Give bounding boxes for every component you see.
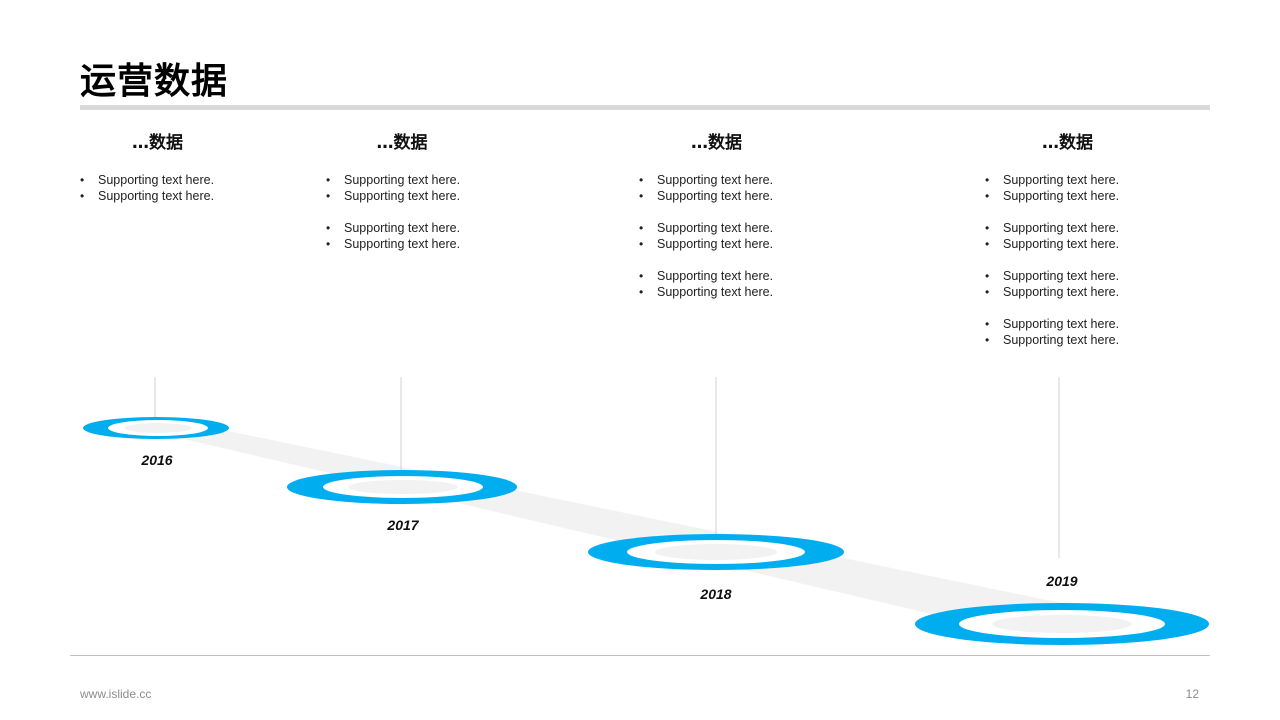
list-item: Supporting text here. bbox=[639, 284, 794, 300]
list-item: Supporting text here. bbox=[326, 236, 478, 252]
bullet-list: Supporting text here. Supporting text he… bbox=[80, 172, 235, 204]
list-item: Supporting text here. bbox=[326, 172, 478, 188]
timeline-marker-2017 bbox=[287, 470, 517, 504]
bullet-list: Supporting text here. Supporting text he… bbox=[326, 172, 478, 252]
marker-core-2018 bbox=[655, 544, 777, 560]
column-heading: …数据 bbox=[1042, 133, 1093, 153]
list-item: Supporting text here. bbox=[326, 220, 478, 236]
list-item: Supporting text here. bbox=[985, 220, 1150, 236]
year-label-2018: 2018 bbox=[700, 586, 732, 602]
list-item: Supporting text here. bbox=[639, 268, 794, 284]
list-item: Supporting text here. bbox=[985, 268, 1150, 284]
data-column-4: …数据 Supporting text here. Supporting tex… bbox=[985, 128, 1150, 348]
bullet-list: Supporting text here. Supporting text he… bbox=[985, 172, 1150, 348]
list-item: Supporting text here. bbox=[80, 172, 235, 188]
list-item: Supporting text here. bbox=[80, 188, 235, 204]
year-label-2017: 2017 bbox=[387, 517, 419, 533]
data-column-1: …数据 Supporting text here. Supporting tex… bbox=[80, 128, 235, 204]
timeline-marker-2016 bbox=[83, 417, 229, 439]
year-label-2016: 2016 bbox=[141, 452, 173, 468]
list-item: Supporting text here. bbox=[985, 316, 1150, 332]
list-item: Supporting text here. bbox=[985, 332, 1150, 348]
list-item: Supporting text here. bbox=[639, 188, 794, 204]
timeline-track bbox=[150, 431, 1100, 630]
marker-core-2019 bbox=[992, 615, 1132, 633]
data-column-2: …数据 Supporting text here. Supporting tex… bbox=[326, 128, 478, 252]
list-item: Supporting text here. bbox=[639, 172, 794, 188]
timeline-marker-2019 bbox=[915, 603, 1209, 645]
footer-url: www.islide.cc bbox=[80, 687, 152, 701]
list-item: Supporting text here. bbox=[985, 188, 1150, 204]
list-item: Supporting text here. bbox=[985, 172, 1150, 188]
list-item: Supporting text here. bbox=[639, 236, 794, 252]
timeline-marker-2018 bbox=[588, 534, 844, 570]
list-item: Supporting text here. bbox=[639, 220, 794, 236]
list-item: Supporting text here. bbox=[985, 236, 1150, 252]
title-divider bbox=[80, 105, 1210, 110]
page-number: 12 bbox=[1185, 687, 1199, 701]
data-column-3: …数据 Supporting text here. Supporting tex… bbox=[639, 128, 794, 300]
column-heading: …数据 bbox=[132, 133, 183, 153]
list-item: Supporting text here. bbox=[326, 188, 478, 204]
slide-title: 运营数据 bbox=[80, 61, 229, 102]
column-heading: …数据 bbox=[691, 133, 742, 153]
footer-divider bbox=[70, 655, 1210, 656]
marker-core-2017 bbox=[348, 480, 458, 494]
list-item: Supporting text here. bbox=[985, 284, 1150, 300]
bullet-list: Supporting text here. Supporting text he… bbox=[639, 172, 794, 300]
column-heading: …数据 bbox=[376, 133, 428, 153]
year-label-2019: 2019 bbox=[1046, 573, 1078, 589]
marker-core-2016 bbox=[124, 423, 192, 433]
